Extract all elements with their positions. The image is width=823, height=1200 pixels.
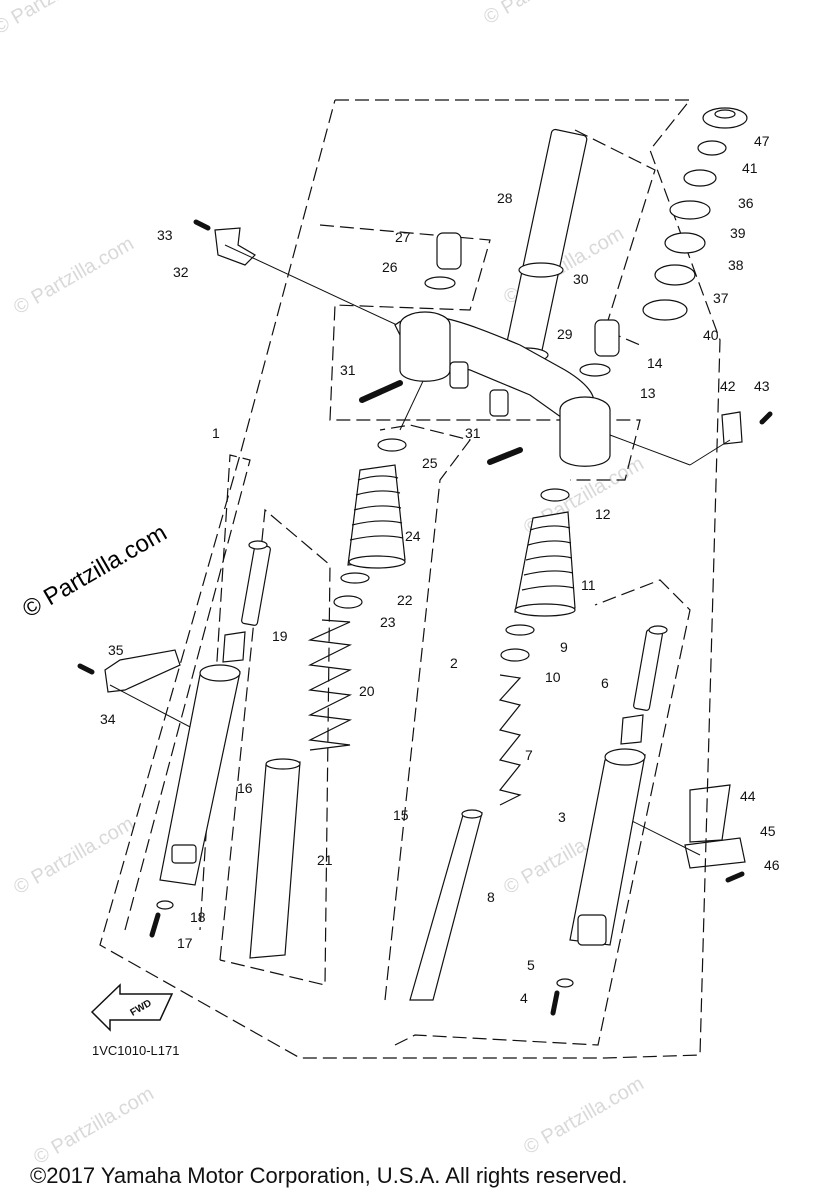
callout-label: 35: [108, 642, 124, 658]
callout-label: 43: [754, 378, 770, 394]
callout-label: 41: [742, 160, 758, 176]
callout-label: 2: [450, 655, 458, 671]
upper-boot-right: [514, 511, 576, 617]
cap-and-oring: [424, 232, 620, 377]
callout-label: 36: [738, 195, 754, 211]
callout-label: 22: [397, 592, 413, 608]
callout-numbers: 1 2 3 4 5 6 7 8 9 10 11 12 13 14 15 16 1…: [100, 133, 780, 1006]
outer-tube-right: [569, 748, 646, 946]
callout-label: 17: [177, 935, 193, 951]
bearing-stack: [642, 107, 748, 321]
under-bracket: [394, 311, 611, 467]
callout-label: 1: [212, 425, 220, 441]
callout-label: 28: [497, 190, 513, 206]
callout-label: 24: [405, 528, 421, 544]
spring-right: [498, 674, 522, 806]
bolts: [77, 219, 773, 1016]
fwd-arrow: FWD: [90, 983, 174, 1032]
callout-label: 3: [558, 809, 566, 825]
outer-tube-left: [159, 664, 241, 886]
inner-tube-right: [409, 809, 483, 1001]
upper-bracket-boundary: [319, 224, 641, 481]
damper-rod-left: [222, 540, 271, 663]
callout-label: 31: [340, 362, 356, 378]
copyright-notice: ©2017 Yamaha Motor Corporation, U.S.A. A…: [30, 1163, 628, 1188]
damper-rod-right: [620, 625, 668, 745]
callout-label: 42: [720, 378, 736, 394]
callout-label: 12: [595, 506, 611, 522]
leader-line: [689, 439, 731, 466]
callout-label: 29: [557, 326, 573, 342]
callout-label: 31: [465, 425, 481, 441]
left-inner-boundary: [219, 508, 331, 986]
diagram-code: 1VC1010-L171: [92, 1043, 180, 1058]
brackets: [104, 227, 746, 869]
callout-label: 26: [382, 259, 398, 275]
steering-stem-shaft: [503, 128, 588, 363]
right-inner-boundary: [379, 424, 472, 1001]
callout-label: 9: [560, 639, 568, 655]
callout-label: 19: [272, 628, 288, 644]
callout-label: 40: [703, 327, 719, 343]
callout-label: 14: [647, 355, 663, 371]
callout-label: 45: [760, 823, 776, 839]
upper-boot-left: [347, 464, 406, 569]
callout-label: 30: [573, 271, 589, 287]
callout-label: 32: [173, 264, 189, 280]
steering-stem-boundary: [574, 129, 656, 346]
callout-label: 39: [730, 225, 746, 241]
callout-label: 33: [157, 227, 173, 243]
callout-label: 5: [527, 957, 535, 973]
leader-line: [629, 819, 701, 856]
callout-label: 21: [317, 852, 333, 868]
callout-label: 47: [754, 133, 770, 149]
callout-label: 23: [380, 614, 396, 630]
callout-label: 25: [422, 455, 438, 471]
callout-label: 16: [237, 780, 253, 796]
callout-label: 34: [100, 711, 116, 727]
callout-label: 46: [764, 857, 780, 873]
callout-label: 44: [740, 788, 756, 804]
spring-left: [307, 619, 353, 751]
leader-line: [609, 434, 691, 466]
callout-label: 8: [487, 889, 495, 905]
inner-tube-left: [249, 758, 301, 959]
callout-label: 4: [520, 990, 528, 1006]
callout-label: 7: [525, 747, 533, 763]
callout-label: 18: [190, 909, 206, 925]
callout-label: 11: [581, 577, 596, 593]
callout-label: 38: [728, 257, 744, 273]
callout-label: 6: [601, 675, 609, 691]
callout-label: 13: [640, 385, 656, 401]
outer-assembly-boundary: [99, 99, 721, 1059]
callout-label: 10: [545, 669, 561, 685]
washers: [156, 595, 574, 988]
callout-label: 20: [359, 683, 375, 699]
circlips: [340, 438, 570, 636]
callout-label: 15: [393, 807, 409, 823]
callout-label: 37: [713, 290, 729, 306]
callout-label: 27: [395, 229, 411, 245]
